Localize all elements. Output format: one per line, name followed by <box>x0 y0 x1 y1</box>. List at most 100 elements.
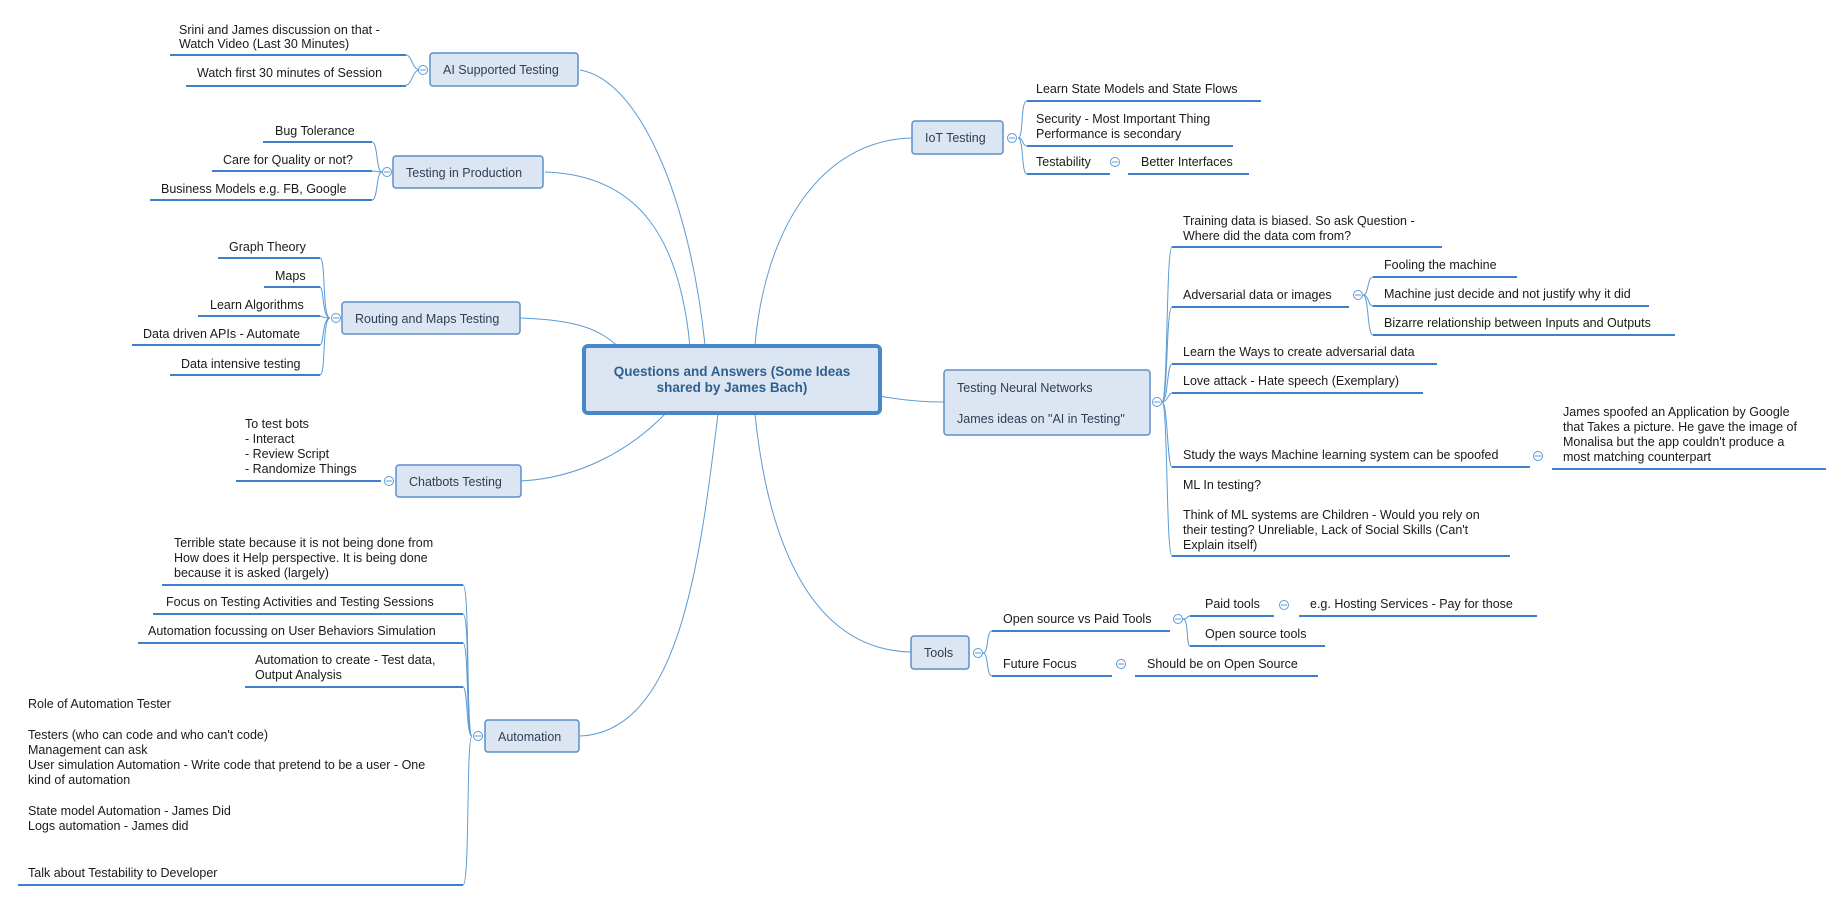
neural-item-4: Love attack - Hate speech (Exemplary) <box>1183 374 1399 388</box>
automation-item-5-line-3: Testers (who can code and who can't code… <box>28 728 268 742</box>
automation-item-5-line-5: User simulation Automation - Write code … <box>28 758 425 772</box>
automation-item-5-line-1: Role of Automation Tester <box>28 697 171 711</box>
automation-item-5-line-6: kind of automation <box>28 773 130 787</box>
open-child-2: Open source tools <box>1205 627 1306 641</box>
neural-label-line-3: James ideas on "AI in Testing" <box>957 412 1125 426</box>
spoof-child-line-3: Monalisa but the app couldn't produce a <box>1563 435 1784 449</box>
root-line-1: Questions and Answers (Some Ideas <box>614 364 851 379</box>
routing-item-4: Data driven APIs - Automate <box>143 327 300 341</box>
chatbots-item-line-1: To test bots <box>245 417 309 431</box>
automation-item-4-line-1: Automation to create - Test data, <box>255 653 435 667</box>
iot-collapse-toggle[interactable] <box>1007 133 1017 143</box>
iot-item-2-line-2: Performance is secondary <box>1036 127 1182 141</box>
automation-item-5-line-9: Logs automation - James did <box>28 819 189 833</box>
branch-ai-supported-testing: Srini and James discussion on that - Wat… <box>170 23 579 87</box>
future-collapse-toggle[interactable] <box>1116 659 1126 669</box>
spoof-child-line-2: that Takes a picture. He gave the image … <box>1563 420 1797 434</box>
automation-label: Automation <box>498 730 561 744</box>
neural-item-1-line-2: Where did the data com from? <box>1183 229 1351 243</box>
automation-item-1-line-3: because it is asked (largely) <box>174 566 329 580</box>
spoof-child-line-1: James spoofed an Application by Google <box>1563 405 1790 419</box>
prod-collapse-toggle[interactable] <box>382 167 392 177</box>
prod-item-3: Business Models e.g. FB, Google <box>161 182 347 196</box>
automation-item-3: Automation focussing on User Behaviors S… <box>148 624 436 638</box>
tools-label: Tools <box>924 646 953 660</box>
automation-collapse-toggle[interactable] <box>473 731 483 741</box>
iot-item-1: Learn State Models and State Flows <box>1036 82 1238 96</box>
root-topic[interactable]: Questions and Answers (Some Ideas shared… <box>582 344 882 415</box>
root-line-2: shared by James Bach) <box>657 380 808 395</box>
topic-testing-neural-networks[interactable]: Testing Neural Networks James ideas on "… <box>943 369 1151 436</box>
future-child: Should be on Open Source <box>1147 657 1298 671</box>
topic-iot-testing[interactable]: IoT Testing <box>911 120 1004 155</box>
automation-item-1-line-2: How does it Help perspective. It is bein… <box>174 551 428 565</box>
routing-collapse-toggle[interactable] <box>331 313 341 323</box>
spoof-collapse-toggle[interactable] <box>1533 451 1543 461</box>
prod-label: Testing in Production <box>406 166 522 180</box>
open-child-1: Paid tools <box>1205 597 1260 611</box>
adversarial-collapse-toggle[interactable] <box>1353 290 1363 300</box>
automation-item-5-line-4: Management can ask <box>28 743 148 757</box>
automation-item-4-line-2: Output Analysis <box>255 668 342 682</box>
ai-item-2: Watch first 30 minutes of Session <box>197 66 382 80</box>
tools-item-1: Open source vs Paid Tools <box>1003 612 1151 626</box>
chatbots-label: Chatbots Testing <box>409 475 502 489</box>
branch-testing-neural-networks: Testing Neural Networks James ideas on "… <box>943 214 1826 557</box>
routing-item-3: Learn Algorithms <box>210 298 304 312</box>
automation-item-2: Focus on Testing Activities and Testing … <box>166 595 434 609</box>
routing-label: Routing and Maps Testing <box>355 312 499 326</box>
paid-collapse-toggle[interactable] <box>1279 600 1289 610</box>
iot-testability-child: Better Interfaces <box>1141 155 1233 169</box>
iot-label: IoT Testing <box>925 131 986 145</box>
neural-label-line-1: Testing Neural Networks <box>957 381 1092 395</box>
main-connectors <box>519 69 945 737</box>
opensource-collapse-toggle[interactable] <box>1173 614 1183 624</box>
neural-item-2: Adversarial data or images <box>1183 288 1332 302</box>
branch-tools: Tools Open source vs Paid Tools Future F… <box>910 597 1537 677</box>
branch-iot-testing: IoT Testing Learn State Models and State… <box>911 82 1261 175</box>
topic-ai-supported-testing[interactable]: AI Supported Testing <box>429 52 579 87</box>
neural-item-6-line-3: Think of ML systems are Children - Would… <box>1183 508 1480 522</box>
neural-item-6-line-5: Explain itself) <box>1183 538 1257 552</box>
chatbots-item-line-2: - Interact <box>245 432 295 446</box>
automation-item-5-line-12: Talk about Testability to Developer <box>28 866 217 880</box>
adversarial-child-1: Fooling the machine <box>1384 258 1497 272</box>
branch-automation: Terrible state because it is not being d… <box>18 536 580 886</box>
branch-routing-and-maps-testing: Graph Theory Maps Learn Algorithms Data … <box>132 240 521 376</box>
topic-tools[interactable]: Tools <box>910 635 970 670</box>
ai-item-1-line-2: Watch Video (Last 30 Minutes) <box>179 37 349 51</box>
topic-testing-in-production[interactable]: Testing in Production <box>392 155 544 189</box>
routing-item-2: Maps <box>275 269 306 283</box>
tools-item-2: Future Focus <box>1003 657 1077 671</box>
routing-item-1: Graph Theory <box>229 240 307 254</box>
adversarial-child-2: Machine just decide and not justify why … <box>1384 287 1631 301</box>
chatbots-item-line-3: - Review Script <box>245 447 330 461</box>
prod-item-1: Bug Tolerance <box>275 124 355 138</box>
spoof-child-line-4: most matching counterpart <box>1563 450 1712 464</box>
neural-item-5: Study the ways Machine learning system c… <box>1183 448 1499 462</box>
branch-testing-in-production: Bug Tolerance Care for Quality or not? B… <box>150 124 544 201</box>
chatbots-item-line-4: - Randomize Things <box>245 462 357 476</box>
neural-item-1-line-1: Training data is biased. So ask Question… <box>1183 214 1415 228</box>
automation-item-1-line-1: Terrible state because it is not being d… <box>174 536 433 550</box>
neural-item-3: Learn the Ways to create adversarial dat… <box>1183 345 1415 359</box>
iot-item-2-line-1: Security - Most Important Thing <box>1036 112 1210 126</box>
paid-child: e.g. Hosting Services - Pay for those <box>1310 597 1513 611</box>
iot-item-3: Testability <box>1036 155 1092 169</box>
neural-collapse-toggle[interactable] <box>1152 397 1162 407</box>
ai-collapse-toggle[interactable] <box>418 65 428 75</box>
ai-label: AI Supported Testing <box>443 63 559 77</box>
routing-item-5: Data intensive testing <box>181 357 301 371</box>
ai-item-1-line-1: Srini and James discussion on that - <box>179 23 380 37</box>
tools-collapse-toggle[interactable] <box>973 648 983 658</box>
neural-item-6-line-4: their testing? Unreliable, Lack of Socia… <box>1183 523 1469 537</box>
adversarial-child-3: Bizarre relationship between Inputs and … <box>1384 316 1651 330</box>
testability-collapse-toggle[interactable] <box>1110 157 1120 167</box>
topic-routing-and-maps-testing[interactable]: Routing and Maps Testing <box>341 301 521 335</box>
topic-automation[interactable]: Automation <box>484 719 580 753</box>
branch-chatbots-testing: To test bots - Interact - Review Script … <box>236 417 522 498</box>
chatbots-collapse-toggle[interactable] <box>384 476 394 486</box>
topic-chatbots-testing[interactable]: Chatbots Testing <box>395 464 522 498</box>
neural-item-6-line-1: ML In testing? <box>1183 478 1261 492</box>
